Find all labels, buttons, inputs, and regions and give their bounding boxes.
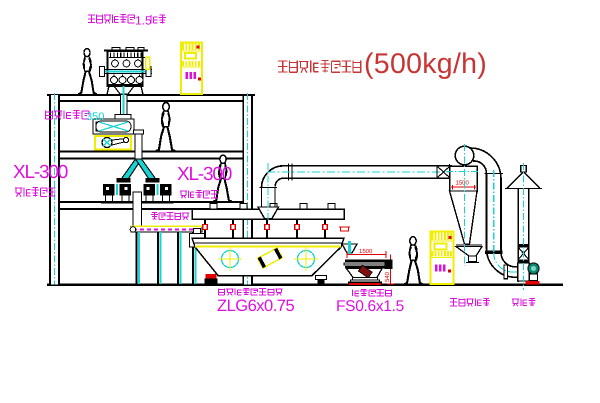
svg-text:350: 350 <box>86 111 104 123</box>
svg-text:ZLG6x0.75: ZLG6x0.75 <box>217 297 294 315</box>
svg-text:XL-300: XL-300 <box>177 164 232 185</box>
svg-text:XL-300: XL-300 <box>13 162 68 183</box>
svg-text:FS0.6x1.5: FS0.6x1.5 <box>336 298 404 315</box>
svg-text:1500: 1500 <box>456 180 470 187</box>
svg-text:540: 540 <box>384 271 391 282</box>
svg-text:1500: 1500 <box>359 248 373 255</box>
svg-text:1.5: 1.5 <box>135 14 152 28</box>
svg-text:(500kg/h): (500kg/h) <box>364 48 487 80</box>
